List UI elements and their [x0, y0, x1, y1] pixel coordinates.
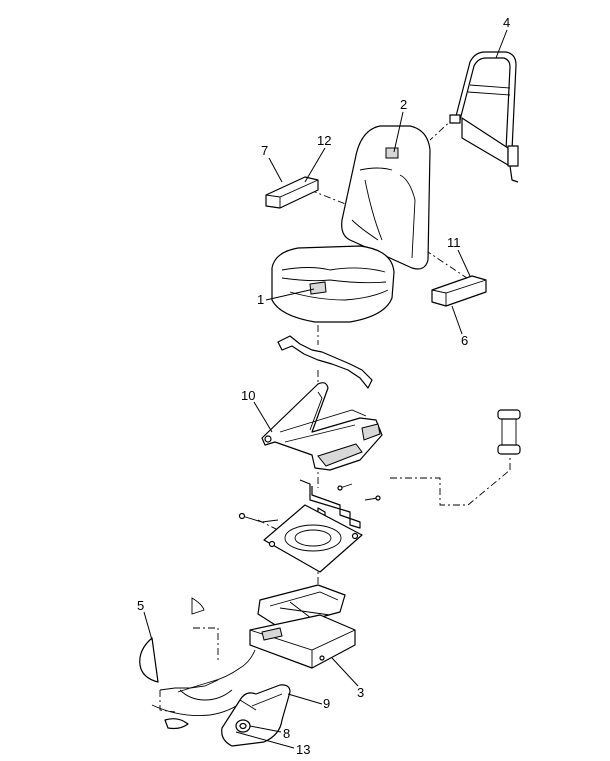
callout-11: 11	[447, 235, 461, 250]
callout-4: 4	[503, 15, 510, 30]
control-cables	[151, 649, 256, 730]
callout-6: 6	[461, 333, 468, 348]
callout-1: 1	[257, 292, 264, 307]
callout-2: 2	[400, 97, 407, 112]
callout-9: 9	[323, 696, 330, 711]
part-1-seat-cushion	[271, 245, 395, 323]
part-8-adjustment-knob	[235, 719, 251, 733]
seat-spring-strap	[277, 335, 373, 389]
callout-10: 10	[241, 388, 255, 403]
part-4-back-frame	[449, 51, 519, 183]
part-5-side-cover	[139, 597, 205, 683]
part-6-right-armrest	[431, 275, 487, 307]
part-7-left-armrest	[265, 176, 319, 209]
callout-13: 13	[296, 742, 310, 757]
part-9-control-lever	[221, 684, 291, 747]
callout-labels: 2 4 7 12 1 11 6 10 5 3 9 8 13	[137, 15, 510, 757]
callout-8: 8	[283, 726, 290, 741]
part-3-suspension	[249, 584, 356, 669]
callout-5: 5	[137, 598, 144, 613]
callout-7: 7	[261, 143, 268, 158]
fittings-right	[497, 409, 521, 455]
callout-12: 12	[317, 133, 331, 148]
callout-3: 3	[357, 685, 364, 700]
part-10-seat-frame	[261, 382, 383, 471]
part-2-seat-back	[341, 125, 431, 270]
swivel-plate	[238, 504, 363, 573]
leader-lines	[143, 29, 508, 749]
